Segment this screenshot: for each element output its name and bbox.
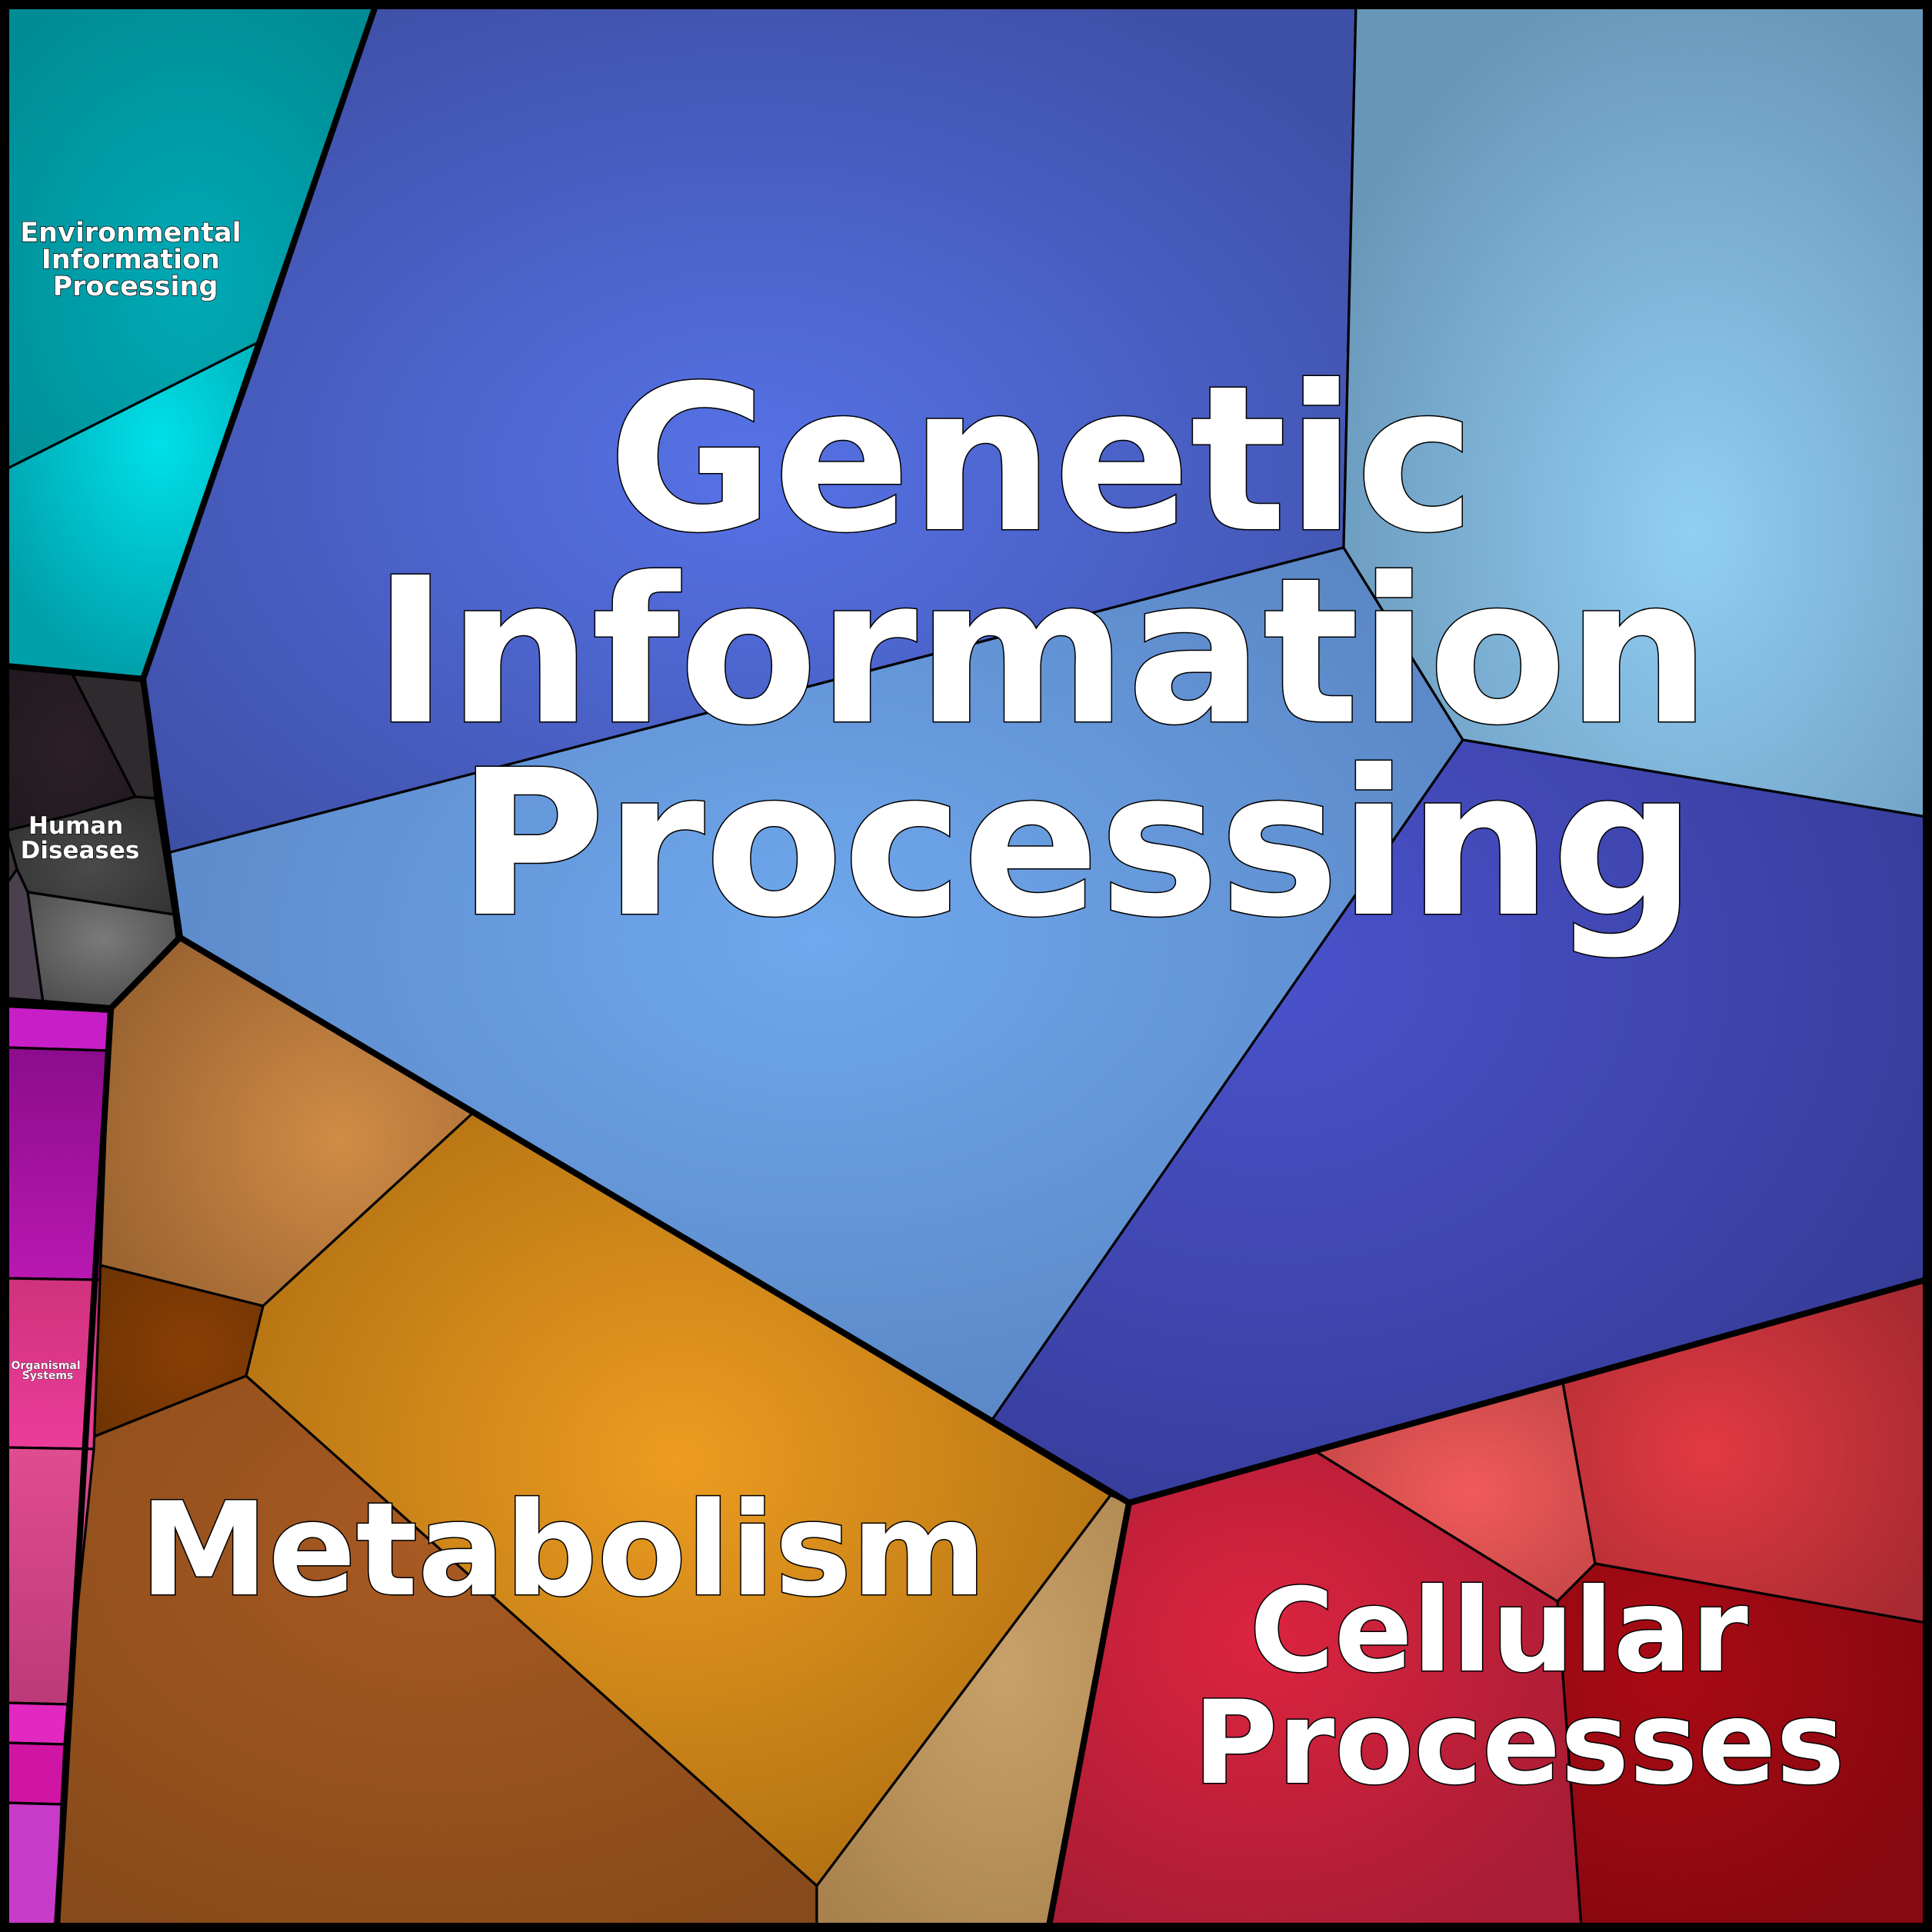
label-environmental: Environmental Information Processing: [20, 218, 251, 302]
label-environmental-line-3: Processing: [52, 271, 218, 302]
label-human-line-2: Diseases: [21, 837, 140, 864]
label-cellular: Cellular Processes: [1193, 1564, 1844, 1810]
label-organismal-line-1: Organismal: [11, 1360, 80, 1372]
label-organismal-line-2: Systems: [22, 1370, 74, 1382]
label-genetic: Genetic Information Processing: [373, 342, 1780, 961]
group-cellular: [1046, 1277, 1929, 1929]
label-genetic-line-3: Processing: [458, 727, 1696, 961]
label-human-line-1: Human: [28, 812, 123, 840]
label-metabolism: Metabolism: [140, 1474, 987, 1625]
label-cellular-line-2: Processes: [1193, 1677, 1844, 1810]
label-genetic-line-2: Information: [373, 535, 1710, 769]
cell-organismal-7[interactable]: [5, 1801, 63, 1927]
label-organismal: Organismal Systems: [11, 1360, 84, 1382]
cell-organismal-2[interactable]: [5, 1046, 110, 1281]
cell-organismal-5[interactable]: [5, 1701, 69, 1746]
group-human: [3, 663, 183, 1011]
label-cellular-line-1: Cellular: [1250, 1564, 1748, 1698]
group-organismal: [3, 1001, 114, 1929]
group-genetic: [140, 3, 1929, 1506]
label-environmental-line-1: Environmental: [20, 218, 241, 248]
label-genetic-line-1: Genetic: [608, 342, 1475, 577]
label-human: Human Diseases: [21, 812, 140, 864]
cell-organismal-6[interactable]: [5, 1741, 66, 1806]
label-environmental-line-2: Information: [42, 245, 220, 275]
